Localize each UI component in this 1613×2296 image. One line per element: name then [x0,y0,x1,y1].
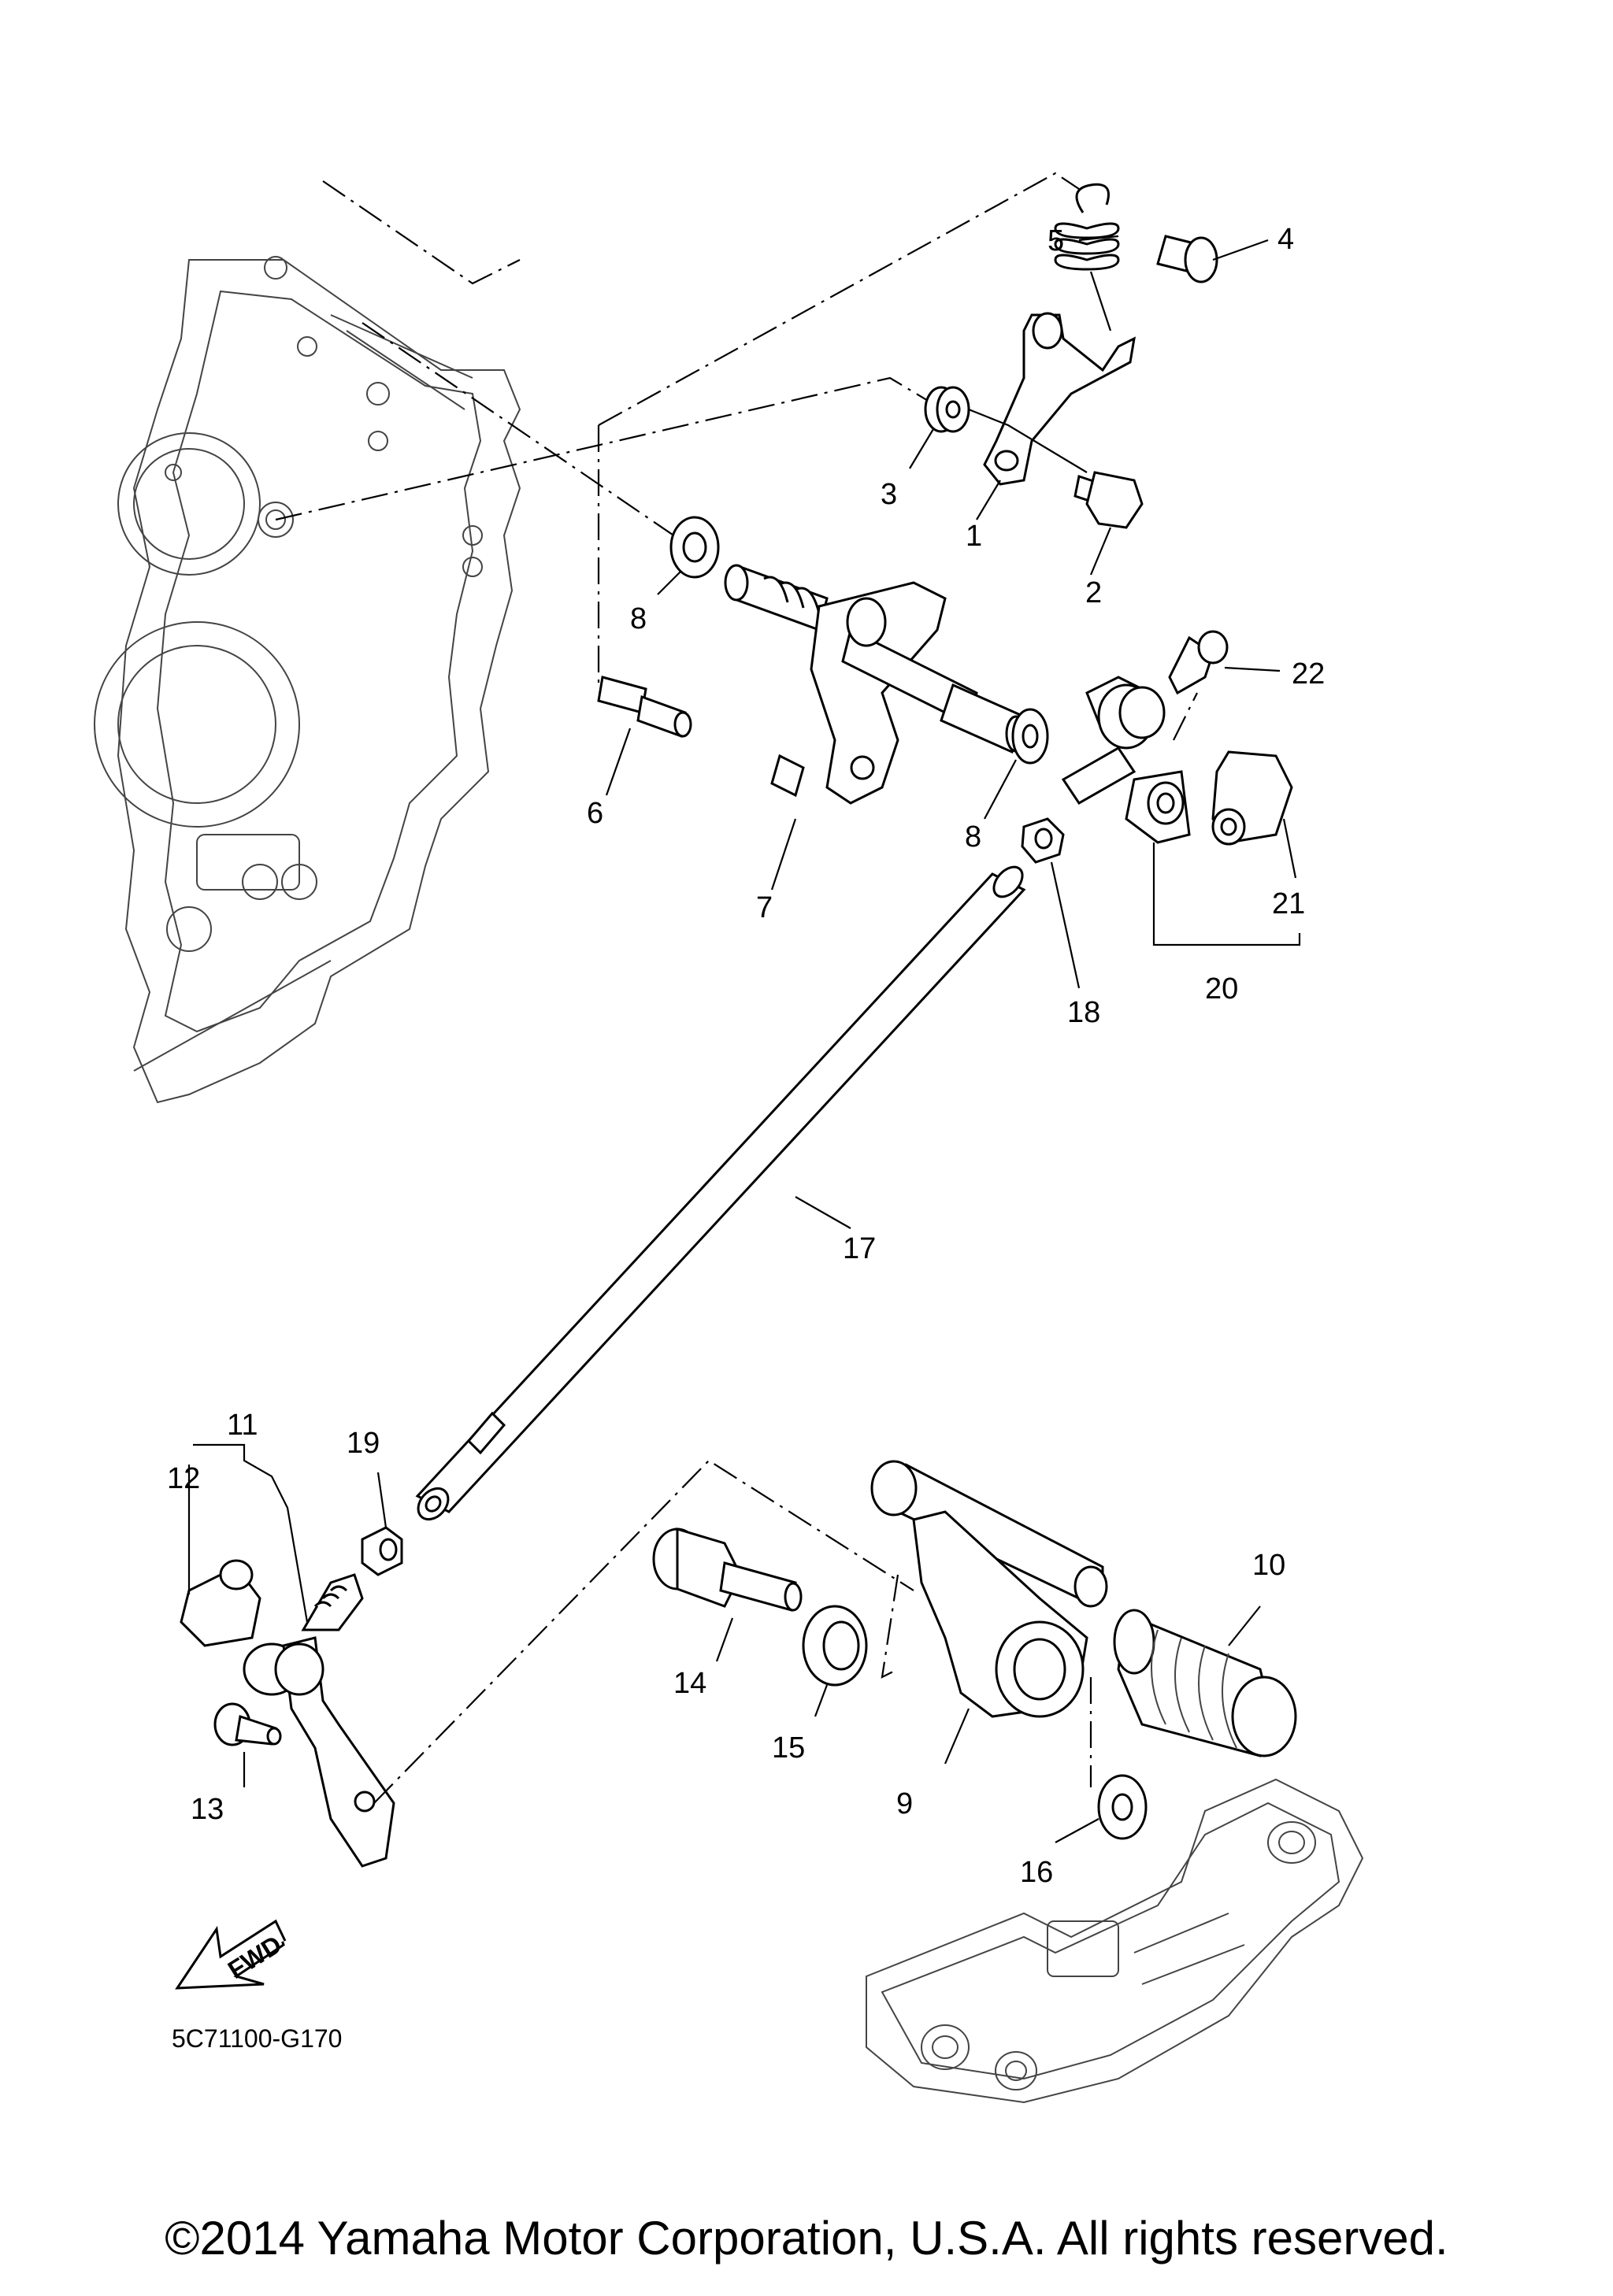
callout-19: 19 [347,1427,380,1460]
callout-18: 18 [1067,996,1100,1029]
callout-2: 2 [1085,576,1102,609]
part-17-shift-rod [415,865,1026,1521]
callout-8-lower: 8 [965,820,981,854]
footrest-bracket [866,1778,1364,2104]
callout-22: 22 [1292,657,1325,691]
part-6-stud [597,676,692,739]
part-19-nut [361,1526,403,1576]
callout-labels: 1 2 3 4 5 6 7 8 8 9 10 11 12 13 14 15 16… [167,223,1325,1889]
callout-16: 16 [1020,1856,1053,1889]
part-9-shift-pedal [870,1460,1108,1765]
part-14-pivot-bolt [652,1527,803,1662]
callout-7: 7 [756,891,773,924]
callout-6: 6 [587,797,603,830]
fwd-arrow-icon: FWD [175,1919,287,1990]
callout-4: 4 [1277,223,1294,256]
callout-10: 10 [1252,1549,1285,1582]
part-3-collar [924,386,1088,473]
part-11-shift-arm [193,1443,395,1868]
callout-9: 9 [896,1787,913,1820]
callout-5: 5 [1048,224,1064,257]
part-4-pin [1156,235,1218,283]
callout-14: 14 [673,1667,706,1700]
callout-3: 3 [881,478,897,511]
part-21-rod-end-cap [1211,750,1297,879]
part-5-return-spring [1054,183,1120,331]
part-8-washer-lower [1011,708,1049,765]
callout-leaders [243,235,1269,1787]
part-7-shift-shaft [724,564,1027,805]
callout-1: 1 [966,520,982,553]
part-15-washer [802,1605,868,1717]
callout-15: 15 [772,1731,805,1765]
part-10-pedal-rubber [1113,1605,1297,1757]
callout-13: 13 [191,1793,224,1826]
part-18-nut [1021,817,1065,864]
part-12-rod-end-cap [180,1465,261,1647]
callout-8-upper: 8 [630,602,647,635]
callout-11: 11 [227,1409,258,1442]
callout-21: 21 [1272,887,1305,920]
part-20-rod-end-assembly [1061,676,1301,946]
part-2-bolt [1073,471,1144,529]
crankcase-cover [94,180,521,1104]
callout-20: 20 [1205,972,1238,1005]
part-1-stopper-lever [983,312,1136,486]
part-16-washer [1055,1774,1148,1843]
drawing-code: 5C71100-G170 [172,2024,342,2053]
part-13-bolt [213,1702,282,1746]
callout-12: 12 [167,1462,200,1495]
copyright-notice: ©2014 Yamaha Motor Corporation, U.S.A. A… [165,2212,1448,2265]
part-22-bolt [1168,630,1281,741]
part-8-washer-upper [669,516,720,579]
callout-17: 17 [843,1232,876,1265]
